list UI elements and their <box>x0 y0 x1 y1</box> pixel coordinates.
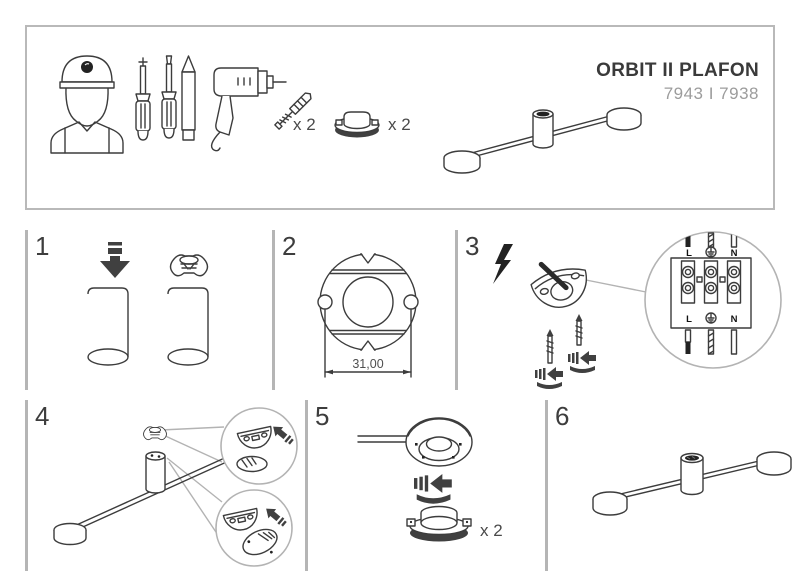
clip-detail-bottom <box>222 507 287 556</box>
mounting-plate-drawing <box>317 252 419 352</box>
terminal-block-detail: L N L <box>670 232 752 355</box>
clip-detail-top <box>236 425 294 473</box>
lamp-product-image <box>443 107 642 174</box>
step-2-number: 2 <box>282 231 297 261</box>
step-2-panel: 2 31,00 <box>272 230 455 390</box>
step-1-illustration <box>87 242 209 366</box>
step-6-panel: 6 <box>545 400 800 571</box>
step-4-illustration <box>53 407 298 567</box>
step-6-number: 6 <box>555 401 570 431</box>
dimension-annotation: 31,00 <box>324 309 412 378</box>
fixing-screw <box>546 329 554 364</box>
insert-arrow-icon <box>100 242 130 278</box>
step-4-panel: 4 <box>25 400 305 571</box>
product-model: 7943 I 7938 <box>663 84 759 103</box>
rotate-arrow-icon <box>568 351 596 373</box>
title-block: ORBIT II PLAFON 7943 I 7938 <box>596 60 759 104</box>
lamp-head-underside <box>357 417 473 467</box>
step-3-number: 3 <box>465 231 480 261</box>
earth-icon <box>705 312 717 324</box>
rotate-arrow-icon <box>414 474 452 504</box>
bracket-qty-label: x 2 <box>388 115 411 134</box>
lamp-shade <box>167 287 209 366</box>
header-illustration: x 2 x 2 <box>50 55 642 174</box>
wall-plug-screw-icon <box>274 92 312 130</box>
rotate-arrow-icon <box>535 367 563 389</box>
pencil-icon <box>181 55 196 141</box>
step-2-illustration: 31,00 <box>317 252 419 378</box>
product-title: ORBIT II PLAFON <box>596 60 759 81</box>
earth-icon <box>705 246 717 258</box>
step-3-illustration: L N L <box>493 231 782 389</box>
step-5-illustration: x 2 <box>357 417 503 542</box>
installer-icon <box>50 55 124 154</box>
terminal-label: N <box>731 314 738 325</box>
mounting-clip-icon <box>143 426 167 441</box>
wall-plug-qty-label: x 2 <box>293 115 316 134</box>
mounting-bracket-icon <box>334 111 380 138</box>
assembled-lamp <box>592 451 792 516</box>
mounting-clip-icon <box>169 254 209 277</box>
phillips-screwdriver-icon <box>135 57 151 141</box>
flat-screwdriver-icon <box>161 55 177 139</box>
lightning-icon <box>493 244 513 284</box>
terminal-label: N <box>731 248 738 259</box>
step-1-number: 1 <box>35 231 50 261</box>
dimension-label: 31,00 <box>352 357 383 371</box>
step-4-number: 4 <box>35 401 50 431</box>
lamp-assembly <box>53 441 263 546</box>
adapter-qty-label: x 2 <box>480 521 503 540</box>
header-panel: x 2 x 2 <box>25 25 775 210</box>
step-5-number: 5 <box>315 401 330 431</box>
drill-icon <box>210 67 287 152</box>
terminal-label: L <box>686 314 692 325</box>
step-6-illustration <box>592 451 792 516</box>
step-1-panel: 1 <box>25 230 272 390</box>
fixing-screw <box>575 314 583 346</box>
ceiling-bracket-icon <box>530 261 587 308</box>
mounting-bracket-icon <box>406 505 472 542</box>
lamp-shade <box>87 287 129 366</box>
step-5-panel: 5 <box>305 400 545 571</box>
terminal-label: L <box>686 248 692 259</box>
step-3-panel: 3 <box>455 230 800 390</box>
